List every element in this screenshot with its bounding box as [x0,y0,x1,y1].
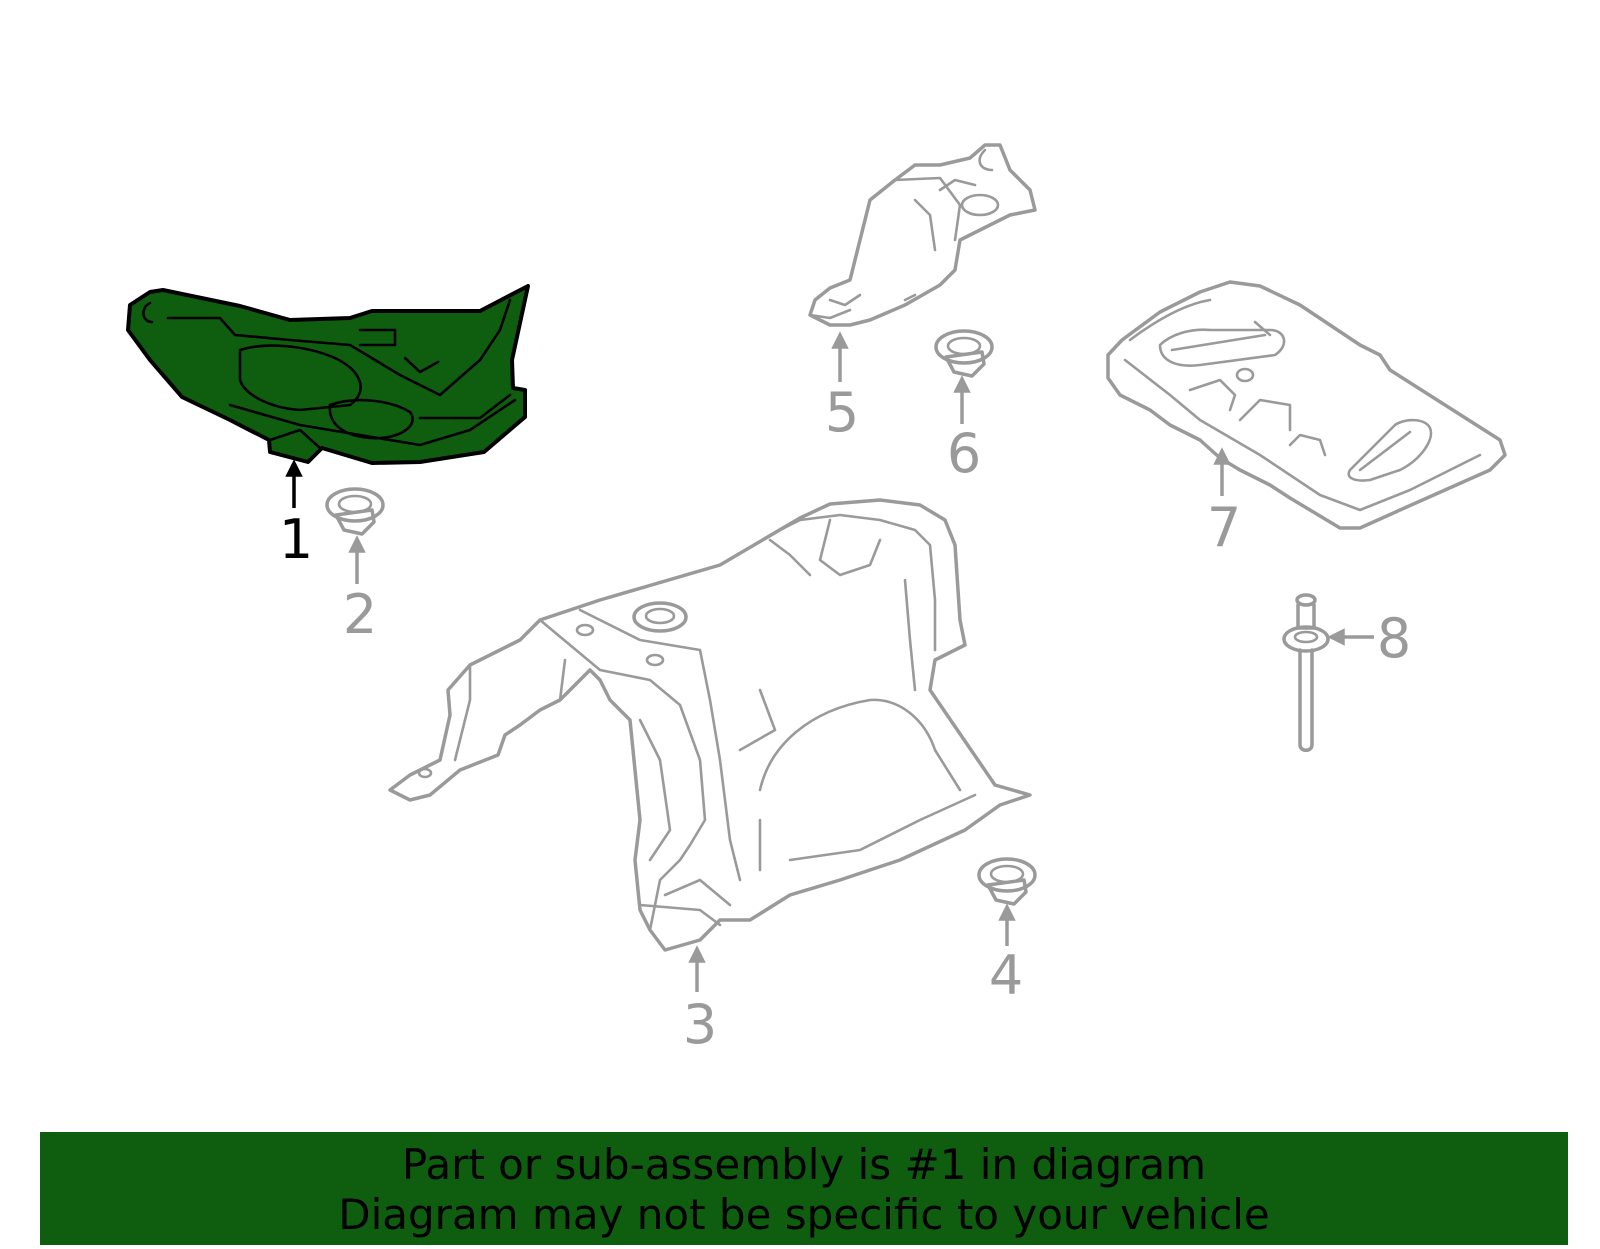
callout-4[interactable]: 4 [989,944,1023,1007]
callout-6[interactable]: 6 [947,422,981,485]
part-2-nut[interactable] [325,487,385,536]
part-8-stud[interactable] [1282,593,1330,752]
banner-line-1: Part or sub-assembly is #1 in diagram [401,1140,1207,1189]
callout-1[interactable]: 1 [279,508,313,571]
leader-lines [285,331,1374,992]
part-4-nut[interactable] [977,857,1037,906]
part-5-bracket[interactable] [808,143,1037,327]
callout-8[interactable]: 8 [1377,607,1411,670]
part-1-heat-shield[interactable] [126,284,530,465]
banner-line-2: Diagram may not be specific to your vehi… [338,1190,1270,1239]
info-banner: Part or sub-assembly is #1 in diagram Di… [40,1132,1568,1245]
callout-2[interactable]: 2 [343,583,377,646]
callout-labels: 1 2 3 4 5 6 7 8 [279,381,1411,1056]
callout-7[interactable]: 7 [1207,496,1241,559]
part-3-heat-shield[interactable] [388,498,1032,952]
callout-5[interactable]: 5 [825,381,859,444]
part-7-heat-shield-plate[interactable] [1106,280,1507,530]
part-6-nut[interactable] [934,329,994,378]
callout-3[interactable]: 3 [683,993,717,1056]
